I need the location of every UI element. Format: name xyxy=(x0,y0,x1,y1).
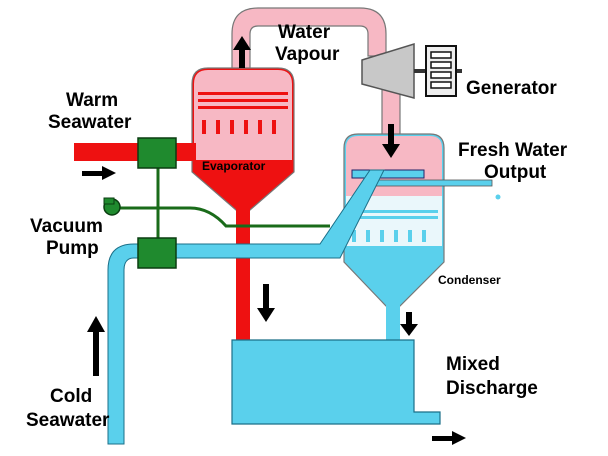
label-pump: Pump xyxy=(46,238,99,259)
evaporator-outlet-pipe xyxy=(236,208,250,340)
label-warm-seawater: Seawater xyxy=(48,112,132,133)
vapour-duct xyxy=(231,7,387,71)
mixed-discharge-tank xyxy=(231,339,441,425)
label-water: Water xyxy=(278,22,331,43)
label-mixed: Mixed xyxy=(446,354,500,375)
warm-seawater-pipe xyxy=(74,143,196,161)
fresh-water-tray xyxy=(351,169,425,179)
label-discharge: Discharge xyxy=(446,378,538,399)
warm-seawater-valve xyxy=(137,137,177,169)
label-generator: Generator xyxy=(466,78,557,99)
arrow-down-evaporator-outlet xyxy=(257,284,275,322)
evaporator-spray xyxy=(198,92,288,134)
label-vapour: Vapour xyxy=(275,44,340,65)
arrow-down-condenser xyxy=(382,124,400,158)
vacuum-line xyxy=(120,206,330,228)
condenser-outlet-pipe xyxy=(386,304,400,340)
label-cold: Cold xyxy=(50,386,92,407)
label-fresh-water: Fresh Water xyxy=(458,140,568,161)
arrow-up-evaporator xyxy=(233,36,251,68)
label-cold-seawater: Seawater xyxy=(26,410,110,431)
evaporator-vapour-space xyxy=(194,70,292,160)
cold-seawater-valve xyxy=(137,237,177,269)
arrow-cold-seawater-up xyxy=(87,316,105,376)
arrow-discharge-out xyxy=(432,431,466,445)
vacuum-pump-icon xyxy=(103,197,121,216)
label-vacuum: Vacuum xyxy=(30,216,103,237)
generator-icon xyxy=(425,45,457,97)
label-evaporator: Evaporator xyxy=(202,159,266,173)
cold-seawater-pipe xyxy=(107,169,385,445)
label-output: Output xyxy=(484,162,547,183)
fresh-water-output-pipe xyxy=(367,179,493,187)
label-condenser: Condenser xyxy=(438,273,501,287)
condenser-spray xyxy=(350,210,438,242)
arrow-warm-seawater-in xyxy=(82,166,116,180)
label-warm: Warm xyxy=(66,90,118,111)
arrow-down-condenser-outlet xyxy=(400,312,418,336)
turbine xyxy=(361,42,415,99)
fresh-water-drop xyxy=(495,194,501,200)
